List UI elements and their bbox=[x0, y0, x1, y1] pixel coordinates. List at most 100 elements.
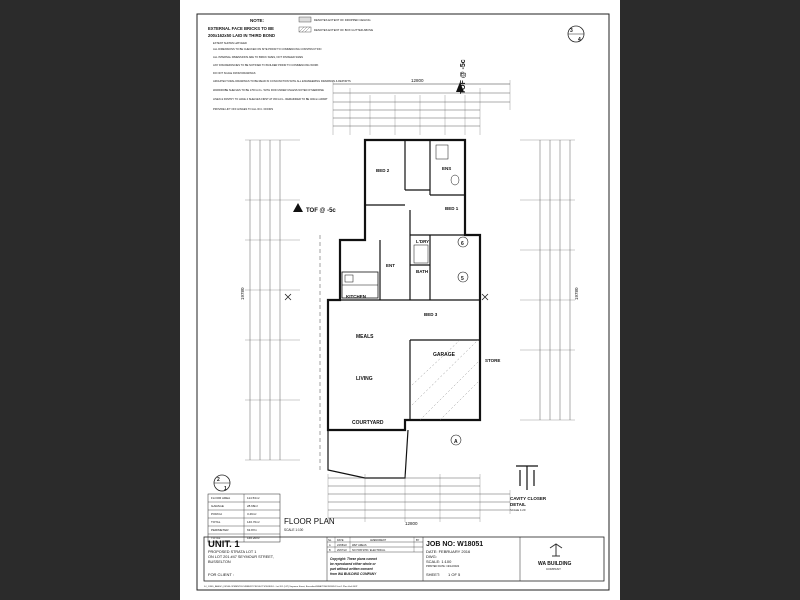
area-label: TOTAL bbox=[211, 520, 221, 524]
amend-cell: B bbox=[329, 549, 331, 552]
detail-title: CAVITY CLOSER bbox=[510, 496, 547, 501]
area-label: PORCH bbox=[211, 512, 222, 516]
general-note: EXTENT SHOWN HATCHED bbox=[213, 41, 247, 45]
drawing-sheet: NOTE: EXTERNAL FACE BRICKS TO BE 200x162… bbox=[180, 0, 620, 600]
room-store: STORE bbox=[485, 358, 500, 363]
area-value: 146.20m² bbox=[247, 536, 260, 540]
general-note: LINEN & PANTRY TO HAVE 4 SHELVES FIRST A… bbox=[213, 97, 328, 101]
area-value: 28.68m² bbox=[247, 504, 258, 508]
area-label: GARAGE bbox=[211, 504, 224, 508]
right-dimension-strings: 19780 bbox=[520, 139, 579, 421]
bottom-dimension-strings: 12800 bbox=[327, 474, 511, 526]
file-path: S:\_JOBS_BASSO_DEVELOPMENTS\CURRENT PROJ… bbox=[204, 585, 358, 588]
room-bed1: BED 1 bbox=[445, 206, 459, 211]
room-living: LIVING bbox=[356, 376, 373, 382]
area-value: 3.49m² bbox=[247, 512, 256, 516]
gridline-x-right bbox=[481, 293, 489, 301]
amend-cell: NO HOB SHR / ELECTRICAL bbox=[352, 549, 386, 552]
room-ent: ENT bbox=[386, 263, 395, 268]
cavity-closer-detail: CAVITY CLOSER DETAIL SCALE 1:20 bbox=[510, 465, 547, 512]
area-label: FLOOR AREA bbox=[211, 496, 230, 500]
note-line-2: 200x162x50 LAID IN THIRD BOND bbox=[208, 33, 275, 38]
dropped-ceiling-swatch bbox=[298, 16, 312, 23]
toilet bbox=[450, 174, 460, 186]
detail-title-2: DETAIL bbox=[510, 502, 526, 507]
sheet-label: SHEET: bbox=[426, 572, 440, 577]
top-dimension-strings: 12800 bbox=[332, 78, 511, 135]
shower bbox=[435, 144, 449, 160]
general-note: ARCHITECTURAL DRAWINGS TO BE READ IN CON… bbox=[213, 79, 351, 83]
area-label: PERIMETER bbox=[211, 528, 229, 532]
general-note: ALL DIMENSIONS TO BE CHECKED ON SITE PRI… bbox=[213, 47, 322, 51]
room-bed2: BED 2 bbox=[376, 168, 390, 173]
company-logo: WA BUILDING COMPANY bbox=[538, 543, 572, 571]
sheet-ref-bottom-b: 1 bbox=[224, 486, 227, 492]
tof-mid-label: TOF @ -5c bbox=[306, 208, 336, 214]
project-line: ON LOT 201 #47 SEYMOUR STREET, bbox=[208, 555, 274, 559]
area-value: 146.70m² bbox=[247, 520, 260, 524]
sheet-border bbox=[196, 13, 610, 591]
room-courtyard: COURTYARD bbox=[352, 420, 384, 426]
box-gutter-hatch bbox=[298, 26, 311, 33]
plan-title: FLOOR PLAN bbox=[284, 517, 335, 526]
room-bed3: BED 3 bbox=[424, 312, 438, 317]
legend-box-gutter: DENOTES EXTENT OF BOX GUTTER ABOVE bbox=[314, 28, 373, 32]
overall-width-bottom-dim: 12800 bbox=[405, 521, 418, 526]
sheet-number: 1 OF 5 bbox=[448, 572, 461, 577]
tof-top-triangle bbox=[456, 82, 464, 92]
notes-block: NOTE: EXTERNAL FACE BRICKS TO BE 200x162… bbox=[208, 16, 373, 111]
drawing-date: DATE: FEBRUARY 2016 bbox=[426, 549, 471, 554]
sheet-ref-top-a: 3 bbox=[570, 28, 573, 34]
area-value: 63.87m bbox=[247, 528, 258, 532]
amend-header: AMENDMENT bbox=[370, 539, 387, 542]
legend-dropped-ceiling: DENOTES EXTENT OF DROPPED CEILING bbox=[314, 18, 371, 22]
amend-header: No. bbox=[328, 539, 332, 542]
courtyard-wall bbox=[327, 429, 409, 479]
note-line-1: EXTERNAL FACE BRICKS TO BE bbox=[208, 26, 274, 31]
room-kitchen: KITCHEN bbox=[346, 294, 366, 299]
company-sub: COMPANY bbox=[546, 567, 561, 571]
room-labels: ENS BED 2 BED 1 ENT L'DRY BATH KITCHEN B… bbox=[346, 166, 500, 426]
amend-cell: 26/07/22 bbox=[337, 549, 347, 552]
sheet-ref-marker-top: 3 4 bbox=[567, 25, 585, 43]
project-line: PROPOSED STRATA LOT 1 bbox=[208, 550, 256, 554]
scale-label: SCALE: 1:100 bbox=[426, 559, 452, 564]
amend-cell: WET AREAS bbox=[352, 544, 367, 547]
room-ldry: L'DRY bbox=[416, 239, 429, 244]
room-meals: MEALS bbox=[356, 334, 374, 340]
general-note: DO NOT SCALE FROM DRAWINGS bbox=[213, 71, 256, 75]
general-note: ALL INTERNAL DIMENSIONS ARE TO BRICK SIZ… bbox=[213, 55, 303, 59]
sheet-ref-top-b: 4 bbox=[578, 37, 581, 43]
sheet-ref-bottom-a: 2 bbox=[217, 477, 220, 483]
project-line: BUSSELTON bbox=[208, 560, 231, 564]
unit-title: UNIT. 1 bbox=[208, 539, 240, 550]
section-6-label: 6 bbox=[461, 241, 464, 247]
job-number: JOB NO: W18051 bbox=[426, 541, 483, 548]
section-5-label: 5 bbox=[461, 276, 464, 282]
area-label: TOTAL bbox=[211, 536, 221, 540]
tof-marker-mid: TOF @ -5c bbox=[293, 203, 336, 214]
amend-cell: 23/08/22 bbox=[337, 544, 347, 547]
amend-cell: A bbox=[329, 544, 331, 547]
areas-table: FLOOR AREA 114.53m² GARAGE 28.68m² PORCH… bbox=[207, 493, 281, 543]
garage-hatch bbox=[411, 339, 479, 421]
plan-scale: SCALE 1:100 bbox=[284, 528, 304, 532]
company-name: WA BUILDING bbox=[538, 561, 572, 567]
copyright-line: Copyright: These plans cannot bbox=[330, 557, 378, 561]
copyright-line: part without written consent bbox=[329, 567, 374, 571]
overall-width-dim: 12800 bbox=[411, 78, 424, 83]
tof-marker-top: TOF @ -5c bbox=[456, 59, 467, 94]
overall-depth-left-dim: 19780 bbox=[240, 287, 245, 300]
general-note: PROVIDE LIFT OFF HINGES TO ALL W.C. DOOR… bbox=[213, 107, 273, 111]
sheet-ref-marker-bottom: 2 1 bbox=[213, 474, 231, 492]
sink bbox=[344, 274, 354, 283]
general-note: WARDROBE SHELVES TO BE 1700 A.F.L. WITH … bbox=[213, 88, 324, 92]
amend-header: BY bbox=[416, 539, 420, 542]
bath-tub bbox=[413, 244, 429, 264]
detail-scale: SCALE 1:20 bbox=[510, 508, 526, 512]
dwg-label: DWG: bbox=[426, 554, 437, 559]
for-client-label: FOR CLIENT : bbox=[208, 572, 234, 577]
copyright-line: from WA BUILDING COMPANY bbox=[330, 572, 377, 576]
general-note: ANY DISCREPANCIES TO BE NOTIFIED TO BUIL… bbox=[213, 63, 319, 67]
area-value: 114.53m² bbox=[247, 496, 259, 500]
